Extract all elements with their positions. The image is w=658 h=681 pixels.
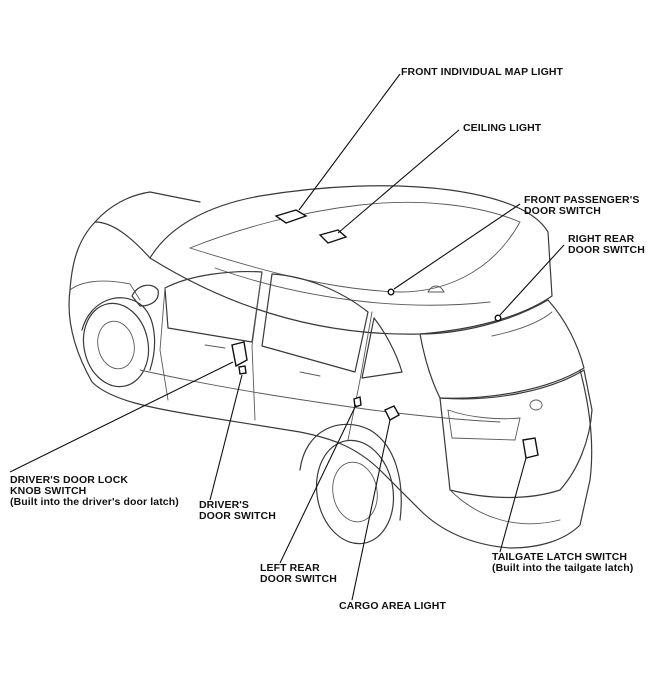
label-ceiling-light: CEILING LIGHT [463, 122, 542, 134]
right-rear-door-switch-part [494, 314, 502, 322]
label-tailgate-latch-switch: TAILGATE LATCH SWITCH (Built into the ta… [492, 551, 634, 574]
rear-window [419, 299, 585, 399]
components [231, 209, 539, 459]
front-door-seam [159, 287, 169, 401]
front-wheel-arch [81, 297, 156, 371]
roof-panel [188, 201, 521, 293]
front-side-window [164, 271, 263, 343]
rear-bumper [449, 489, 561, 525]
rear-emblem [529, 399, 543, 411]
label-cargo-area-light: CARGO AREA LIGHT [339, 600, 446, 612]
label-driver-door-lock-knob-switch: DRIVER'S DOOR LOCK KNOB SWITCH (Built in… [10, 474, 179, 508]
front-wheel-hub [97, 320, 135, 370]
leader-tailgate-latch-switch [499, 457, 527, 553]
label-left-rear-door-switch: LEFT REAR DOOR SWITCH [260, 562, 337, 585]
front-map-light-part [274, 209, 308, 224]
rear-wheel-hub [332, 461, 378, 523]
front-passenger-door-switch-part [387, 288, 395, 296]
rear-door-seam [347, 311, 373, 441]
label-driver-door-switch: DRIVER'S DOOR SWITCH [199, 499, 276, 522]
door-handle-rear [299, 371, 321, 377]
rear-side-window [261, 273, 369, 373]
cargo-area-light-part [384, 405, 400, 421]
tailgate [439, 369, 593, 499]
leader-driver-door-lock-knob-switch [9, 361, 234, 473]
hood-line [69, 280, 141, 301]
sunroof-rail [214, 267, 491, 306]
leader-front-map-light [298, 73, 401, 211]
leader-right-rear-door-switch [499, 244, 565, 316]
roof-antenna [427, 285, 445, 293]
leader-left-rear-door-switch [279, 404, 357, 564]
front-wheel [82, 302, 150, 388]
quarter-window [361, 317, 403, 379]
label-right-rear-door-switch: RIGHT REAR DOOR SWITCH [568, 233, 645, 256]
side-mirror [131, 284, 159, 307]
rear-wheel-arch [299, 423, 402, 521]
body-crease [139, 369, 501, 423]
leader-ceiling-light [337, 129, 460, 234]
windshield-outline [69, 191, 201, 291]
driver-door-lock-knob-switch-part [231, 341, 248, 368]
side-body [68, 289, 593, 549]
leader-front-passenger-door-switch [393, 203, 521, 290]
leader-driver-door-switch [209, 374, 243, 501]
leader-lines [9, 73, 565, 601]
tailgate-latch-switch-part [522, 437, 539, 459]
rear-spoiler [491, 311, 553, 337]
label-front-map-light: FRONT INDIVIDUAL MAP LIGHT [401, 66, 564, 78]
driver-door-switch-part [238, 365, 247, 375]
ceiling-light-part [318, 229, 348, 244]
b-pillar-seam [251, 271, 263, 421]
roof-outline [149, 185, 553, 335]
door-handle-front [204, 344, 226, 349]
left-rear-door-switch-part [353, 396, 362, 408]
tail-light [447, 409, 521, 441]
leader-cargo-area-light [351, 419, 391, 601]
label-front-passenger-door-switch: FRONT PASSENGER'S DOOR SWITCH [524, 194, 640, 217]
vehicle-body [68, 185, 593, 549]
